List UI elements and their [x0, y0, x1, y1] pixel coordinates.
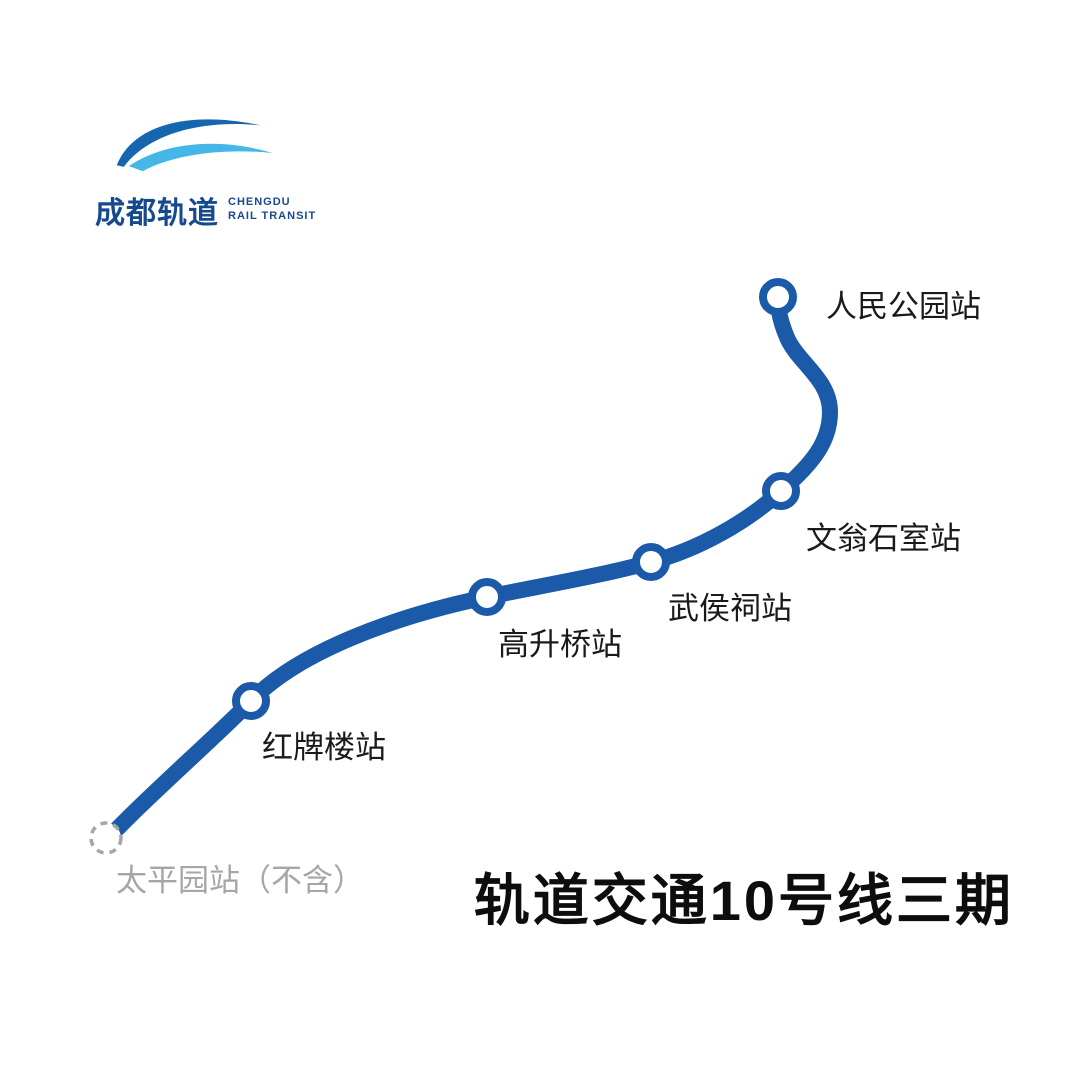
swoosh-light-shape [128, 143, 273, 172]
station-marker-taipingyuan [89, 821, 123, 855]
station-label-gaoshengqiao: 高升桥站 [498, 627, 622, 662]
station-label-renmingongyuan: 人民公园站 [826, 289, 981, 324]
station-marker-hongpailou [232, 682, 270, 720]
station-marker-gaoshengqiao [468, 578, 506, 616]
map-title: 轨道交通10号线三期 [473, 869, 1014, 932]
brand-name-cn: 成都轨道 [95, 197, 219, 230]
station-marker-wenwengshishi [762, 472, 800, 510]
brand-name-en-line2: RAIL TRANSIT [228, 210, 317, 222]
station-marker-wuhouci [632, 543, 670, 581]
station-marker-renmingongyuan [759, 278, 797, 316]
station-label-wenwengshishi: 文翁石室站 [806, 521, 961, 556]
brand-name-en-line1: CHENGDU [228, 196, 291, 209]
station-label-wuhouci: 武侯祠站 [668, 591, 792, 626]
brand-name-en: CHENGDU RAIL TRANSIT [228, 196, 316, 224]
station-label-hongpailou: 红牌楼站 [262, 730, 386, 765]
metro-line-path [110, 289, 838, 836]
brand-logo: 成都轨道 CHENGDU RAIL TRANSIT [95, 108, 335, 232]
swoosh-dark-shape [116, 119, 261, 167]
brand-text: 成都轨道 CHENGDU RAIL TRANSIT [95, 188, 335, 232]
rail-swoosh-icon [116, 119, 273, 172]
station-label-taipingyuan: 太平园站（不含） [116, 863, 364, 898]
